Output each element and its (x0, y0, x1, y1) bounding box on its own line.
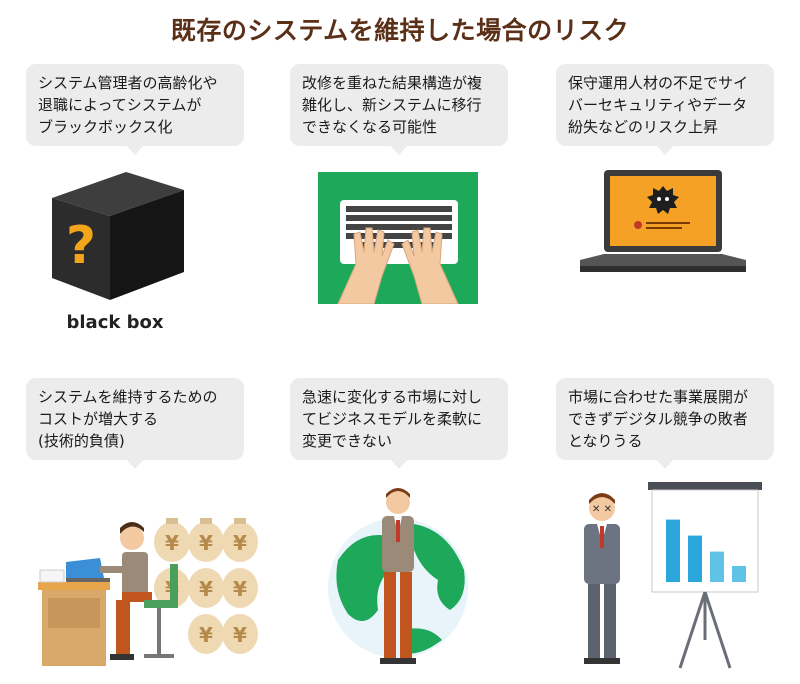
bubble-line: 保守運用人材の不足でサイ (568, 74, 749, 92)
money-symbol: ¥ (233, 623, 247, 647)
risk-bubble-cost: システムを維持するための コストが増大する (技術的負債) (26, 378, 244, 469)
man-on-globe-icon (328, 488, 468, 664)
bubble-line: (技術的負債) (38, 432, 125, 450)
hands-on-keyboard-icon (318, 172, 478, 304)
bubble-line: システムを維持するための (38, 388, 218, 406)
bubble-line: できなくなる可能性 (302, 118, 438, 136)
bubble-line: 紛失などのリスク上昇 (568, 118, 719, 136)
black-box-cube-icon: ? (52, 172, 184, 300)
declining-bar-chart (666, 519, 746, 582)
money-bag-icon: ¥ (222, 518, 258, 562)
bubble-line: システム管理者の高齢化や (38, 74, 218, 92)
risk-bubble-market: 急速に変化する市場に対し てビジネスモデルを柔軟に 変更できない (290, 378, 508, 469)
bubble-line: 急速に変化する市場に対し (302, 388, 483, 406)
chart-bar (732, 566, 746, 582)
risk-bubble-competition: 市場に合わせた事業展開が できずデジタル競争の敗者 となりうる (556, 378, 774, 469)
worker-with-money-bags-icon: ¥ ¥ ¥ ¥ ¥ ¥ ¥ ¥ (38, 518, 258, 666)
money-symbol: ¥ (233, 531, 247, 555)
risk-bubble-blackbox: システム管理者の高齢化や 退職によってシステムが ブラックボックス化 (26, 64, 244, 155)
dizzy-eyes-icon: ✕ ✕ (592, 504, 612, 515)
money-bag-icon: ¥ (222, 568, 258, 608)
bubble-line: コストが増大する (38, 410, 159, 428)
black-box-label: black box (66, 312, 164, 333)
money-bag-icon: ¥ (154, 518, 190, 562)
bubble-line: できずデジタル競争の敗者 (568, 410, 748, 428)
money-bag-icon: ¥ (222, 614, 258, 654)
chart-bar (666, 519, 680, 582)
risk-bubble-complexity: 改修を重ねた結果構造が複 雑化し、新システムに移行 できなくなる可能性 (290, 64, 508, 155)
money-symbol: ¥ (199, 623, 213, 647)
man-with-declining-chart-icon: ✕ ✕ (584, 482, 762, 669)
bubble-line: 改修を重ねた結果構造が複 (302, 74, 483, 92)
money-bag-icon: ¥ (188, 614, 224, 654)
page-title: 既存のシステムを維持した場合のリスク (170, 16, 630, 45)
bubble-line: 雑化し、新システムに移行 (302, 96, 482, 114)
bubble-line: バーセキュリティやデータ (568, 96, 748, 114)
money-symbol: ¥ (165, 531, 179, 555)
bubble-line: 退職によってシステムが (38, 96, 202, 114)
money-symbol: ¥ (233, 577, 247, 601)
bubble-line: 変更できない (302, 432, 393, 450)
bubble-line: てビジネスモデルを柔軟に (302, 410, 483, 428)
risk-bubble-security: 保守運用人材の不足でサイ バーセキュリティやデータ 紛失などのリスク上昇 (556, 64, 774, 155)
infected-laptop-icon (580, 170, 746, 272)
bubble-line: ブラックボックス化 (38, 118, 173, 136)
bubble-line: 市場に合わせた事業展開が (568, 388, 749, 406)
chart-bar (688, 535, 702, 582)
money-bag-icon: ¥ (188, 518, 224, 562)
bubble-line: となりうる (568, 432, 643, 450)
money-bag-icon: ¥ (188, 568, 224, 608)
money-symbol: ¥ (199, 531, 213, 555)
chart-bar (710, 551, 724, 582)
money-symbol: ¥ (199, 577, 213, 601)
question-mark-icon: ? (66, 216, 96, 276)
